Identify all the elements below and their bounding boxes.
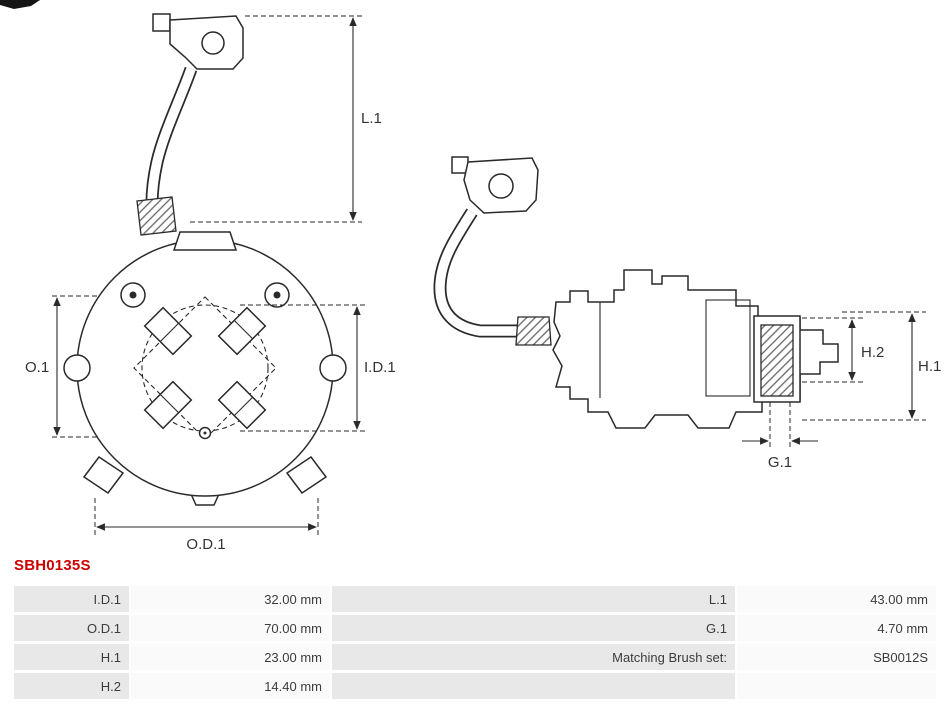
corner-logo-fragment (0, 0, 40, 9)
spec-row-3-label-left: H.2 (14, 673, 129, 699)
brush-box-nw (143, 306, 193, 356)
part-number: SBH0135S (14, 557, 91, 574)
spec-row-3-value-right (737, 673, 936, 699)
dim-l1: L.1 (190, 15, 382, 223)
front-view-holder (63, 231, 347, 506)
spec-row-2-value-right: SB0012S (737, 644, 936, 670)
dim-od1: O.D.1 (94, 498, 319, 553)
dim-label-h2: H.2 (861, 344, 884, 361)
dim-o1: O.1 (25, 295, 97, 438)
side-view-holder (433, 156, 839, 429)
dim-label-od1: O.D.1 (186, 536, 225, 553)
spec-row-2-label-right: Matching Brush set: (332, 644, 735, 670)
spec-row-3-value-left: 14.40 mm (131, 673, 330, 699)
dim-label-id1: I.D.1 (364, 359, 396, 376)
technical-drawing-svg: L.1 (0, 0, 941, 553)
spec-row-0-label-right: L.1 (332, 586, 735, 612)
dim-label-g1: G.1 (768, 454, 792, 471)
dim-label-l1: L.1 (361, 110, 382, 127)
spec-row-1-label-right: G.1 (332, 615, 735, 641)
spec-row-2-value-left: 23.00 mm (131, 644, 330, 670)
brush-box-sw (143, 380, 193, 430)
dim-label-h1: H.1 (918, 358, 941, 375)
dim-id1: I.D.1 (240, 304, 396, 432)
spec-row-1-value-left: 70.00 mm (131, 615, 330, 641)
spec-row-1-value-right: 4.70 mm (737, 615, 936, 641)
brush-box-se (217, 380, 267, 430)
dim-h2: H.2 (802, 317, 884, 383)
spec-row-0-label-left: I.D.1 (14, 586, 129, 612)
spec-row-2-label-left: H.1 (14, 644, 129, 670)
front-lead-assembly (136, 13, 244, 236)
brush-box-ne (217, 306, 267, 356)
spec-row-0-value-left: 32.00 mm (131, 586, 330, 612)
spec-table: I.D.1 32.00 mm L.1 43.00 mm O.D.1 70.00 … (14, 586, 936, 699)
diagram-area: L.1 (0, 0, 941, 553)
dim-label-o1: O.1 (25, 359, 49, 376)
dim-g1: G.1 (742, 402, 818, 471)
spec-row-3-label-right (332, 673, 735, 699)
spec-row-1-label-left: O.D.1 (14, 615, 129, 641)
spec-row-0-value-right: 43.00 mm (737, 586, 936, 612)
dim-h1: H.1 (802, 311, 941, 421)
